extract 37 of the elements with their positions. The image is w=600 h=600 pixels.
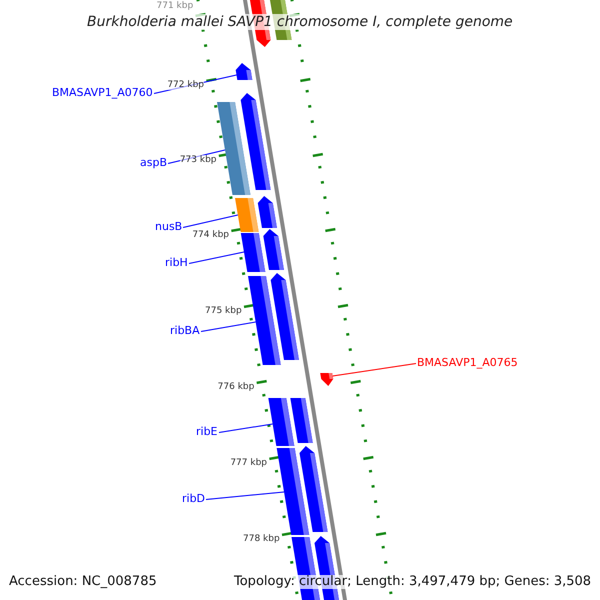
gene-label: ribH: [165, 256, 188, 270]
leader-line: [154, 74, 237, 94]
position-label: 777 kbp: [230, 458, 268, 468]
gene-block: [240, 93, 271, 190]
gene-block: [320, 373, 334, 386]
gene-label: ribD: [182, 492, 206, 506]
gene-label: ribBA: [170, 324, 200, 338]
gene-block: [270, 273, 299, 360]
position-label: 775 kbp: [205, 306, 242, 316]
gene-block: [235, 198, 259, 232]
leader-line: [188, 252, 244, 264]
accession-text: Accession: NC_008785: [9, 574, 157, 590]
title: Burkholderia mallei SAVP1 chromosome I, complete genome: [87, 14, 513, 30]
gene-block: [240, 233, 266, 272]
gene-label: BMASAVP1_A0760: [52, 86, 153, 100]
position-label: 771 kbp: [156, 1, 194, 12]
gene-label: BMASAVP1_A0765: [417, 356, 518, 370]
gene-block: [236, 63, 252, 80]
position-label: 774 kbp: [192, 230, 230, 240]
gene-label: nusB: [155, 220, 182, 234]
gene-block: [258, 196, 277, 228]
gene-label: aspB: [140, 156, 168, 170]
position-label: 776 kbp: [218, 382, 254, 392]
leader-line: [332, 363, 416, 376]
genome-info-text: Topology: circular; Length: 3,497,479 bp; Genes: 3,508: [234, 574, 592, 590]
gene-block: [263, 229, 284, 270]
gene-block: [290, 398, 313, 443]
position-label: 772 kbp: [167, 80, 204, 90]
gene-label: ribE: [196, 426, 218, 438]
leader-line: [168, 150, 226, 164]
gene-block: [268, 398, 294, 446]
leader-line: [218, 424, 274, 433]
leader-line: [182, 214, 238, 228]
position-label: 778 kbp: [243, 534, 280, 544]
gene-block: [300, 446, 328, 532]
position-label: 773 kbp: [180, 155, 217, 166]
leader-line: [200, 322, 256, 332]
